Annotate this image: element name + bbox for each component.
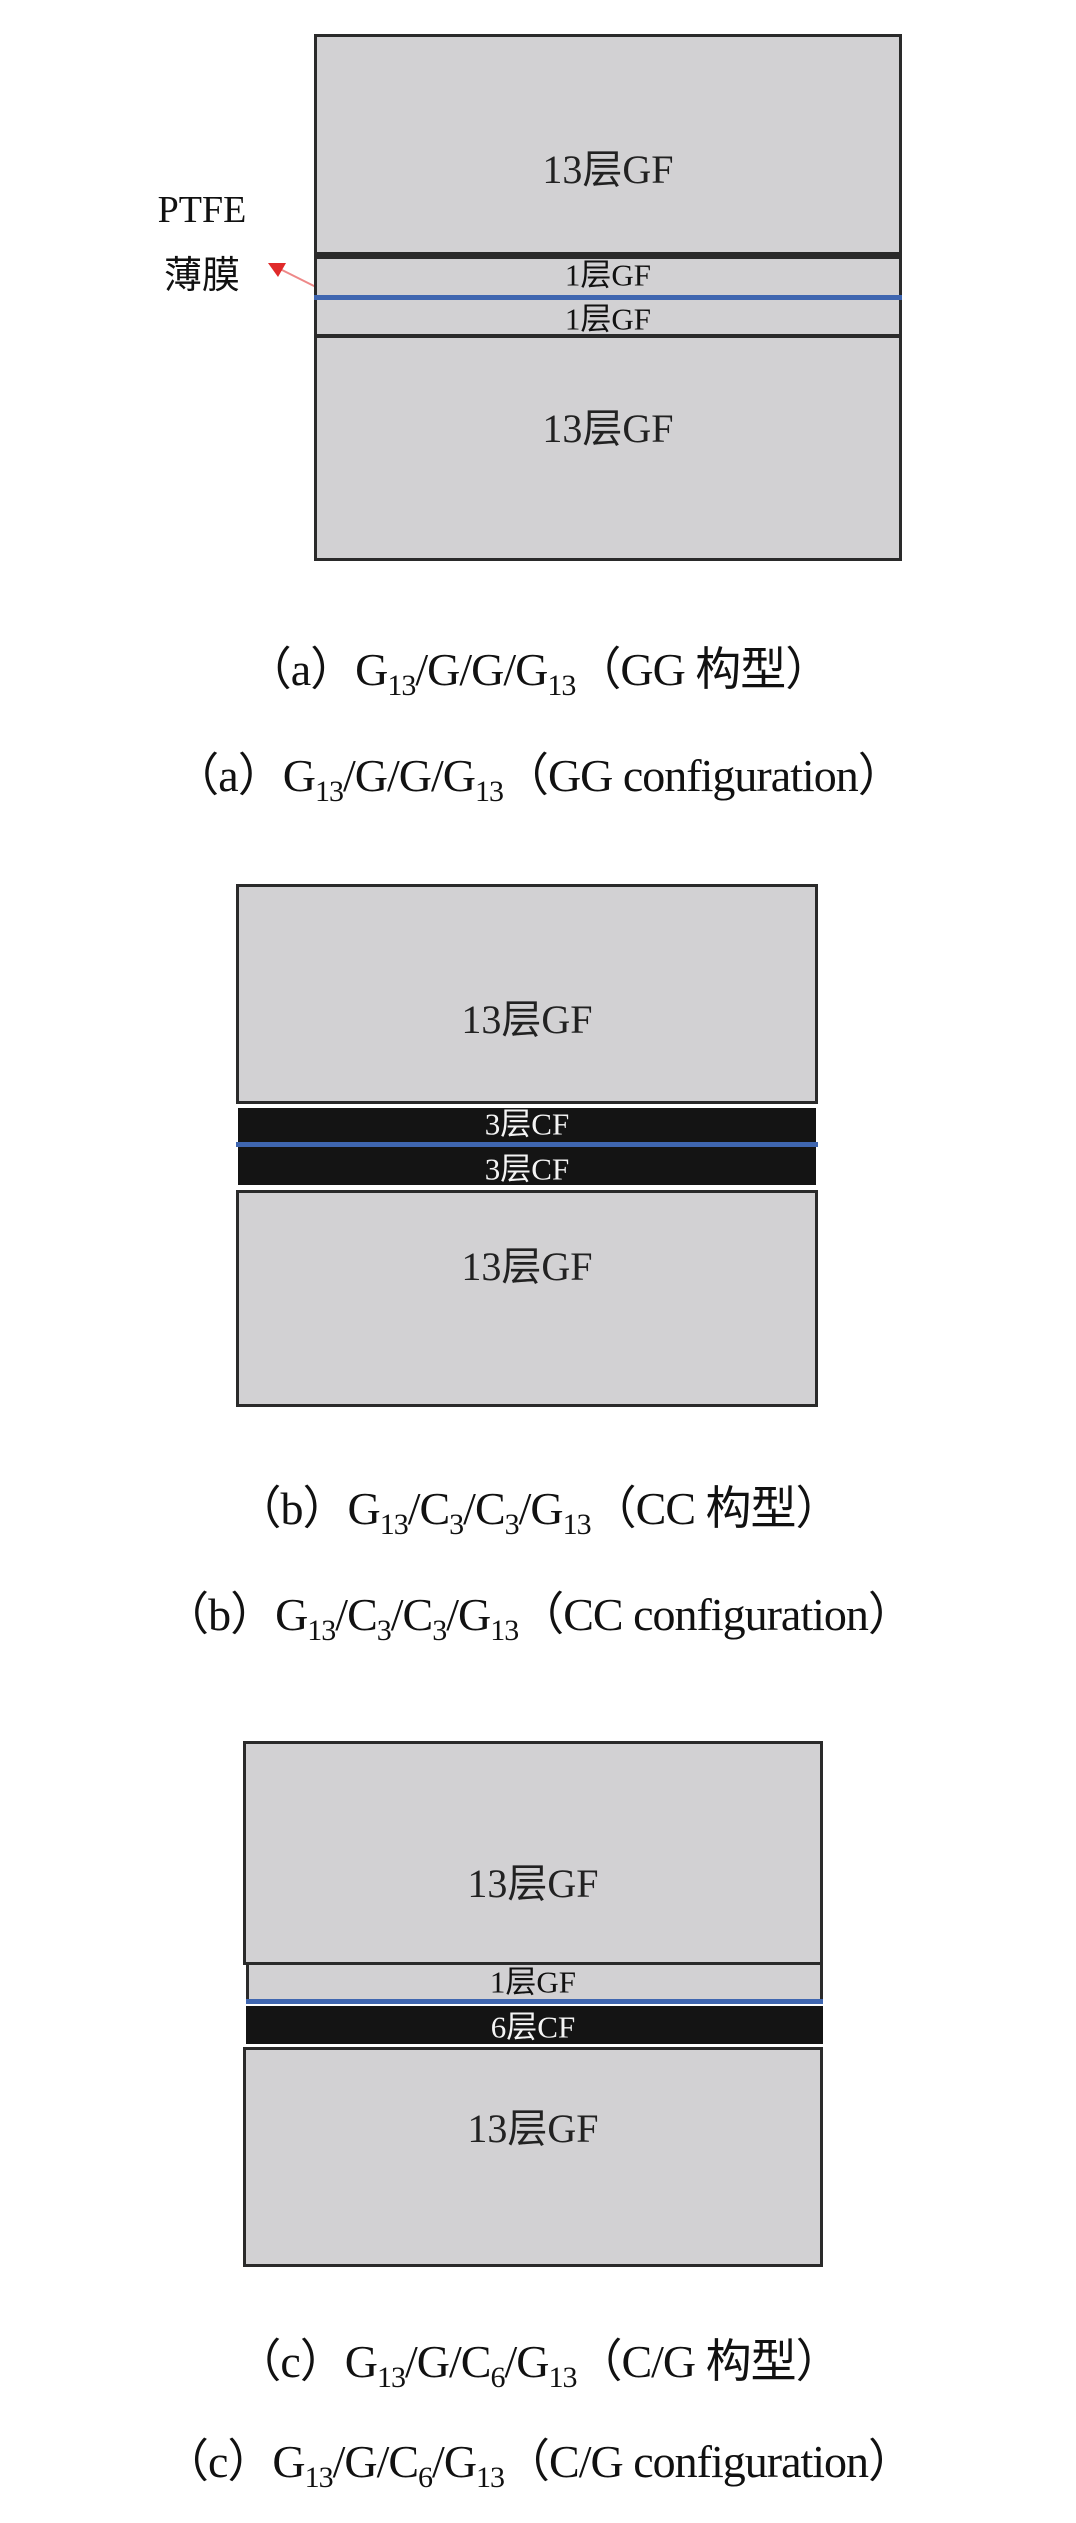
caption-text: /C xyxy=(390,1589,433,1640)
caption-text: /G xyxy=(518,1483,564,1534)
caption-text: /G/C xyxy=(332,2436,419,2487)
caption-text: /G/G/G xyxy=(342,750,476,801)
caption-text: （c）G xyxy=(235,2336,378,2387)
caption-text: （a）G xyxy=(245,644,389,695)
layer-label: 13层GF xyxy=(461,997,593,1042)
ptfe-film xyxy=(236,1142,818,1147)
caption-subscript: 13 xyxy=(376,2361,406,2394)
caption-cn: （c）G13/G/C6/G13（C/G 构型） xyxy=(0,2325,1076,2395)
caption-text: （c）G xyxy=(162,2436,306,2487)
divider-line xyxy=(314,334,902,338)
layer-top-gf: 13层GF xyxy=(314,34,902,256)
caption-subscript: 13 xyxy=(379,1508,409,1541)
caption-subscript: 6 xyxy=(418,2461,433,2494)
caption-subscript: 13 xyxy=(314,775,344,808)
layer-top-gf: 13层GF xyxy=(243,1741,823,1965)
caption-text: （CC configuration） xyxy=(518,1589,914,1640)
caption-text: （a）G xyxy=(173,750,316,801)
layer-label: 1层GF xyxy=(564,257,652,293)
layer-top-gf: 13层GF xyxy=(236,884,818,1104)
caption-subscript: 13 xyxy=(476,2461,505,2494)
caption-en: （a）G13/G/G/G13（GG configuration） xyxy=(0,739,1076,809)
ptfe-film xyxy=(314,295,902,300)
caption-text: /C xyxy=(463,1483,505,1534)
layer-label: 13层GF xyxy=(461,1244,593,1289)
layer-label: 3层CF xyxy=(484,1106,570,1142)
layer-label: 3层CF xyxy=(484,1151,570,1187)
caption-text: /G xyxy=(504,2336,549,2387)
caption-text: /G/C xyxy=(404,2336,491,2387)
caption-subscript: 3 xyxy=(449,1508,464,1541)
layer-bottom-gf: 13层GF xyxy=(243,2047,823,2267)
caption-en: （b）G13/C3/C3/G13（CC configuration） xyxy=(0,1578,1076,1648)
layer-label: 1层GF xyxy=(489,1964,577,2000)
caption-text: （b）G xyxy=(235,1483,380,1534)
caption-cn: （b）G13/C3/C3/G13（CC 构型） xyxy=(0,1472,1076,1542)
caption-subscript: 3 xyxy=(504,1508,520,1541)
caption-text: （CC 构型） xyxy=(590,1483,842,1534)
ptfe-label-line2: 薄膜 xyxy=(163,255,240,297)
ptfe-label: PTFE 薄膜 xyxy=(137,188,267,299)
layer-label: 13层GF xyxy=(467,1861,599,1906)
layer-label: 6层CF xyxy=(490,2009,576,2045)
layer-bottom-gf: 13层GF xyxy=(236,1190,818,1407)
caption-subscript: 13 xyxy=(387,669,416,702)
caption-subscript: 6 xyxy=(490,2361,505,2394)
divider-line xyxy=(314,252,902,259)
caption-text: （C/G 构型） xyxy=(576,2336,841,2387)
ptfe-label-line1: PTFE xyxy=(157,189,247,231)
caption-text: （C/G configuration） xyxy=(504,2436,914,2487)
caption-subscript: 13 xyxy=(474,775,504,808)
caption-text: /G/G/G xyxy=(415,644,548,695)
caption-subscript: 3 xyxy=(376,1614,392,1647)
caption-subscript: 13 xyxy=(307,1614,336,1647)
caption-subscript: 13 xyxy=(304,2461,334,2494)
layer-label: 13层GF xyxy=(542,406,674,451)
layer-label: 13层GF xyxy=(542,147,674,192)
caption-en: （c）G13/G/C6/G13（C/G configuration） xyxy=(0,2425,1076,2495)
caption-cn: （a）G13/G/G/G13（GG 构型） xyxy=(0,633,1076,703)
caption-text: （GG 构型） xyxy=(575,644,831,695)
caption-subscript: 13 xyxy=(548,2361,577,2394)
ptfe-film xyxy=(246,1999,823,2004)
caption-text: （GG configuration） xyxy=(502,750,904,801)
caption-subscript: 3 xyxy=(432,1614,447,1647)
layer-label: 1层GF xyxy=(564,301,652,337)
caption-text: /C xyxy=(407,1483,450,1534)
caption-text: /G xyxy=(432,2436,477,2487)
layer-label: 13层GF xyxy=(467,2106,599,2151)
layer-cf xyxy=(246,2006,823,2044)
caption-text: /G xyxy=(446,1589,491,1640)
caption-text: /C xyxy=(335,1589,377,1640)
caption-subscript: 13 xyxy=(562,1508,592,1541)
caption-text: （b）G xyxy=(163,1589,308,1640)
caption-subscript: 13 xyxy=(547,669,576,702)
caption-subscript: 13 xyxy=(490,1614,519,1647)
